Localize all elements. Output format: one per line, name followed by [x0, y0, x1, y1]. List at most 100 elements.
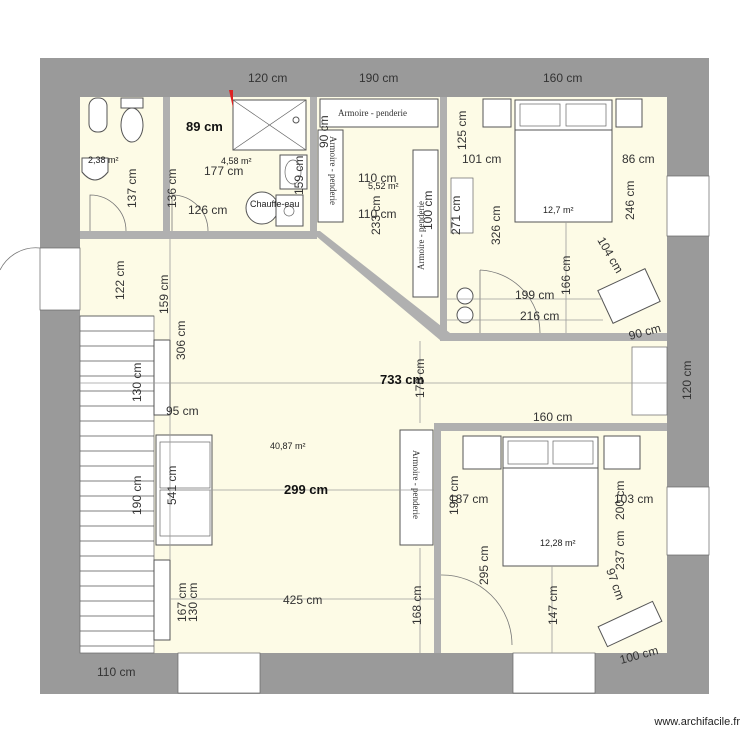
urinal-icon — [88, 97, 108, 133]
wall-wc-bath — [163, 97, 170, 237]
door-entrance — [0, 247, 41, 271]
dim-190-left: 190 cm — [130, 476, 144, 515]
dim-86: 86 cm — [622, 152, 655, 166]
armchair-top — [597, 268, 661, 324]
dim-326: 326 cm — [489, 206, 503, 245]
radiator-top — [153, 339, 171, 416]
wardrobe-top-label: Armoire - penderie — [338, 108, 407, 118]
dim-100: 100 cm — [421, 191, 435, 230]
window-left — [39, 247, 81, 311]
water-heater-label: Chauffe-eau — [250, 199, 299, 209]
area-dressing: 5,52 m² — [368, 181, 399, 191]
dim-122: 122 cm — [113, 261, 127, 300]
window-right-mid — [631, 346, 668, 416]
bed-top — [514, 99, 613, 223]
dim-159-v: 159 cm — [292, 156, 306, 195]
dim-425: 425 cm — [283, 593, 322, 607]
dim-176: 176 cm — [413, 359, 427, 398]
window-bottom-right — [512, 652, 596, 694]
area-living: 40,87 m² — [270, 441, 306, 451]
dim-733: 733 cm — [380, 372, 424, 387]
dim-90-v: 90 cm — [317, 115, 331, 148]
dim-101: 101 cm — [462, 152, 501, 166]
nightstand-top-right — [615, 98, 643, 128]
wall-diagonal — [310, 231, 450, 340]
window-right-top — [666, 175, 710, 237]
dim-130-a: 130 cm — [130, 363, 144, 402]
nightstand-bottom-left — [462, 435, 502, 470]
dim-246: 246 cm — [623, 181, 637, 220]
window-right-bottom — [666, 486, 710, 556]
dim-160-top: 160 cm — [543, 71, 582, 85]
dim-89: 89 cm — [186, 119, 223, 134]
dim-177: 177 cm — [204, 164, 243, 178]
dim-190-top: 190 cm — [359, 71, 398, 85]
dimension-lines — [80, 222, 667, 653]
shower-icon — [232, 99, 307, 151]
dim-306: 306 cm — [174, 321, 188, 360]
dim-295: 295 cm — [477, 546, 491, 585]
dim-271: 271 cm — [449, 196, 463, 235]
dim-200: 200 cm — [613, 481, 627, 520]
wall-bedroom-top-bottom — [440, 333, 667, 341]
water-heater-icon — [245, 191, 304, 227]
wardrobe-living-label: Armoire - penderie — [411, 450, 421, 519]
wardrobe-living — [399, 429, 434, 546]
wall-bedroom-bottom-top — [434, 423, 667, 431]
dim-120-top: 120 cm — [248, 71, 287, 85]
dim-125: 125 cm — [455, 111, 469, 150]
dim-137: 137 cm — [125, 169, 139, 208]
dim-166: 166 cm — [559, 256, 573, 295]
nightstand-top-left — [482, 98, 512, 128]
staircase — [79, 315, 155, 654]
dim-130-b: 130 cm — [186, 583, 200, 622]
dim-126: 126 cm — [188, 203, 227, 217]
dim-216: 216 cm — [520, 309, 559, 323]
dim-187: 187 cm — [449, 492, 488, 506]
dim-147: 147 cm — [546, 586, 560, 625]
door-bath — [171, 194, 209, 232]
dim-233: 233 cm — [369, 196, 383, 235]
dim-95: 95 cm — [166, 404, 199, 418]
window-bottom-left — [177, 652, 261, 694]
dim-167: 167 cm — [175, 583, 189, 622]
dim-541: 541 cm — [165, 466, 179, 505]
radiator-bottom — [153, 559, 171, 641]
dim-120-right: 120 cm — [680, 361, 694, 400]
door-wc — [89, 194, 127, 232]
nightstand-bottom-right — [603, 435, 641, 470]
door-bedroom-top — [479, 269, 541, 334]
wall-bedroom-bottom-left — [434, 423, 441, 653]
dim-168: 168 cm — [410, 586, 424, 625]
dim-190-mid: 190 cm — [447, 476, 461, 515]
plant-icons — [456, 287, 474, 324]
area-bathroom: 4,58 m² — [221, 156, 252, 166]
dim-110-bottom: 110 cm — [97, 665, 135, 679]
archifacile-credit[interactable]: www.archifacile.fr — [654, 716, 740, 728]
dim-237: 237 cm — [613, 531, 627, 570]
wardrobe-dressing-label: Armoire - penderie — [416, 201, 426, 270]
wall-corridor-top — [80, 231, 317, 239]
armchair-bottom — [597, 600, 663, 648]
wardrobe-top — [319, 98, 439, 128]
toilet-icon — [120, 97, 144, 143]
dim-103: 103 cm — [614, 492, 653, 506]
dim-199: 199 cm — [515, 288, 554, 302]
wardrobe-vertical-label: Armoire - penderie — [328, 136, 338, 205]
bath-sink-icon — [279, 154, 308, 190]
area-bedroom-top: 12,7 m² — [543, 205, 574, 215]
dim-299: 299 cm — [284, 482, 328, 497]
sofa — [155, 434, 213, 546]
dim-136: 136 cm — [165, 169, 179, 208]
area-bedroom-bottom: 12,28 m² — [540, 538, 576, 548]
dressing-shelf — [450, 177, 474, 234]
door-bedroom-bottom — [440, 574, 513, 646]
dim-110-b: 110 cm — [358, 207, 396, 221]
wc-sink-icon — [81, 157, 109, 181]
bed-bottom — [502, 436, 599, 567]
dim-159: 159 cm — [157, 275, 171, 314]
wall-bath-dressing — [310, 97, 317, 237]
wall-dressing-bedroom — [440, 97, 447, 337]
wardrobe-vertical — [317, 129, 344, 223]
